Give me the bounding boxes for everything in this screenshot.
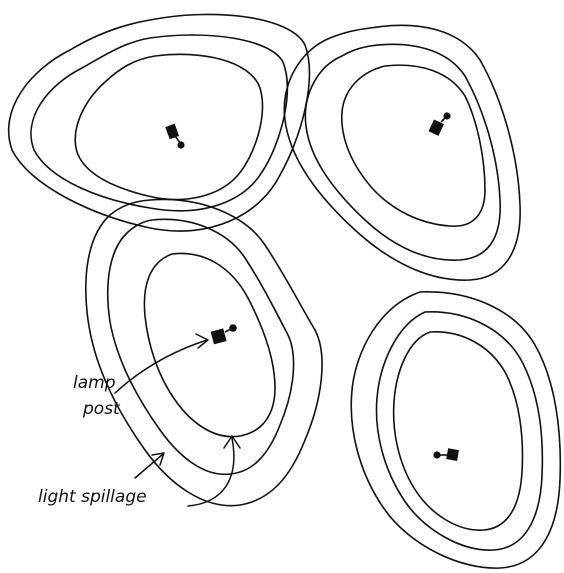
lamp-zone-top-left	[7, 13, 311, 232]
outer-spillage-ring	[85, 198, 323, 507]
arrow-icon	[134, 453, 164, 479]
lamp-zone-bottom-right	[350, 291, 562, 569]
light-spillage-arrows	[134, 435, 241, 507]
lamp-post-arrow	[114, 333, 209, 394]
inner-light-ring	[143, 252, 276, 438]
middle-spillage-ring	[30, 34, 289, 212]
inner-light-ring	[392, 331, 524, 531]
lamp-post-label-line2: post	[82, 399, 121, 419]
outer-spillage-ring	[283, 24, 521, 281]
lamp-zone-middle-left	[85, 198, 323, 507]
outer-spillage-ring	[350, 291, 562, 569]
lamp-zone-top-right	[283, 24, 521, 281]
lamp-post-icon	[165, 123, 185, 149]
lamp-post-icon	[433, 448, 459, 461]
middle-spillage-ring	[107, 218, 295, 476]
lamp-post-icon	[428, 112, 451, 136]
outer-spillage-ring	[7, 13, 311, 232]
arrow-icon	[114, 339, 208, 394]
light-spillage-label: light spillage	[38, 487, 147, 507]
lamp-post-icon	[210, 324, 237, 345]
middle-spillage-ring	[304, 43, 501, 261]
middle-spillage-ring	[375, 311, 544, 551]
arrow-icon	[187, 437, 235, 507]
inner-light-ring	[341, 64, 486, 227]
lamp-post-label-line1: lamp	[73, 373, 116, 393]
inner-light-ring	[74, 53, 264, 201]
